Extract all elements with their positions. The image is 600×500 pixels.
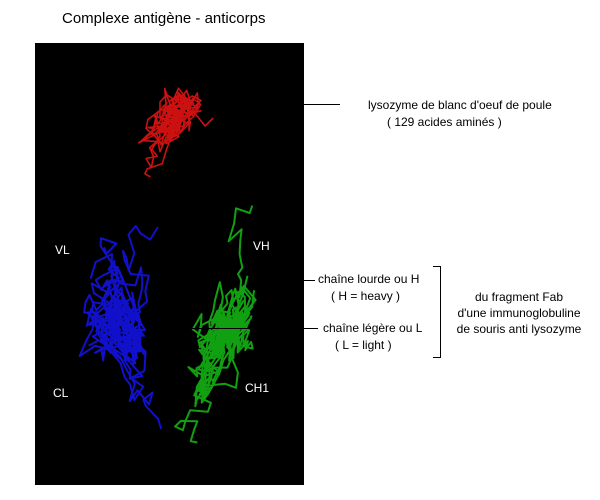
heavy-chain-label: chaîne lourde ou H xyxy=(318,272,420,286)
fab-label-line3: de souris anti lysozyme xyxy=(456,322,582,336)
segment-label-vl: VL xyxy=(55,243,70,257)
segment-label-vh: VH xyxy=(253,239,270,253)
lysozyme-backbone xyxy=(138,87,214,178)
light-chain-backbone xyxy=(78,225,163,430)
light-chain-label: chaîne légère ou L xyxy=(323,321,423,335)
lysozyme-leader-line xyxy=(205,104,340,105)
heavy-chain-note: ( H = heavy ) xyxy=(331,289,401,303)
lysozyme-label: lysozyme de blanc d'oeuf de poule xyxy=(368,98,552,112)
fab-bracket xyxy=(440,266,441,358)
segment-label-ch1: CH1 xyxy=(245,381,270,395)
segment-label-cl: CL xyxy=(53,386,69,400)
fab-bracket-bottom xyxy=(433,357,441,358)
heavy-chain-leader-line xyxy=(255,280,315,281)
lysozyme-size-label: ( 129 acides aminés ) xyxy=(387,115,502,129)
fab-bracket-top xyxy=(433,266,441,267)
fab-label-line2: d'une immunoglobuline xyxy=(457,306,581,320)
heavy-chain-backbone xyxy=(174,205,257,444)
protein-backbone-render xyxy=(78,87,257,444)
protein-structure-panel: VL VH CL CH1 xyxy=(35,43,304,485)
diagram-title: Complexe antigène - anticorps xyxy=(62,10,266,27)
fab-label-line1: du fragment Fab xyxy=(474,290,564,304)
light-chain-note: ( L = light ) xyxy=(335,338,392,352)
light-chain-leader-line xyxy=(165,328,318,329)
